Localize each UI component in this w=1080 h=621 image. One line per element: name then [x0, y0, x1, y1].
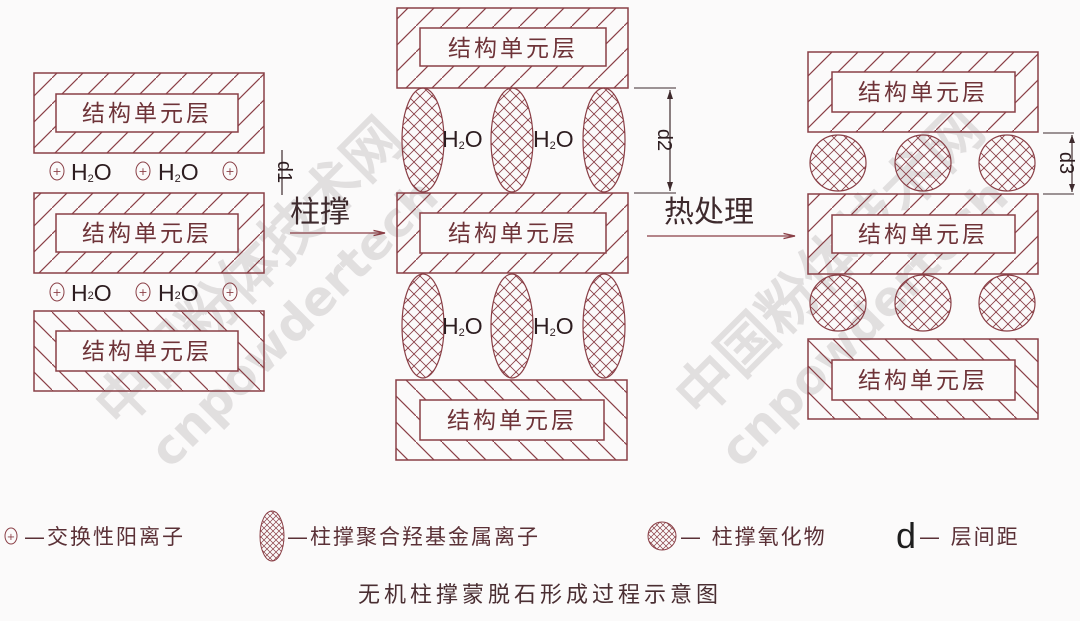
svg-text:d2: d2 — [653, 129, 675, 151]
structural-layer: 结构单元层 — [395, 379, 628, 461]
interlayer-cations-water: + H2O + H2O + — [49, 159, 238, 185]
svg-text:结构单元层: 结构单元层 — [447, 408, 577, 434]
pillar-oxide — [809, 134, 867, 192]
pillar-ellipse-icon — [259, 510, 285, 562]
structural-layer: 结构单元层 — [33, 192, 265, 274]
legend: + —交换性阳离子 —柱撑聚合羟基金属离子 — 柱撑氧化物 d — 层间距 — [4, 510, 1020, 562]
pillar-oxide — [978, 134, 1036, 192]
figure-caption: 无机柱撑蒙脱石形成过程示意图 — [358, 583, 722, 608]
svg-text:+: + — [225, 286, 234, 299]
pillar-circle-icon — [647, 521, 677, 551]
structural-layer: 结构单元层 — [807, 193, 1039, 275]
structural-layer: 结构单元层 — [396, 7, 629, 89]
pillar-polyhydroxy-ion — [490, 273, 534, 379]
exchangeable-cation-icon: + — [222, 161, 238, 181]
svg-text:热处理: 热处理 — [664, 195, 754, 230]
legend-item-polyhydroxy-metal-ion: —柱撑聚合羟基金属离子 — [259, 510, 540, 562]
svg-text:柱撑: 柱撑 — [290, 195, 350, 230]
stage-calcined: 结构单元层 结构单元层 结构单元层 d3 — [807, 51, 1077, 420]
svg-text:H2O: H2O — [442, 313, 483, 339]
pillaring-arrow: 柱撑 — [290, 195, 385, 233]
svg-text:— 柱撑氧化物: — 柱撑氧化物 — [680, 525, 827, 549]
interlayer-spacing-d3: d3 — [1043, 132, 1077, 195]
interlayer-spacing-d2: d2 — [634, 87, 676, 194]
svg-text:结构单元层: 结构单元层 — [858, 222, 988, 248]
svg-text:结构单元层: 结构单元层 — [448, 221, 578, 247]
svg-text:+: + — [225, 165, 234, 178]
svg-text:结构单元层: 结构单元层 — [448, 36, 578, 62]
svg-text:结构单元层: 结构单元层 — [82, 101, 212, 127]
svg-text:+: + — [52, 286, 61, 299]
svg-text:结构单元层: 结构单元层 — [82, 339, 212, 365]
svg-text:—交换性阳离子: —交换性阳离子 — [24, 525, 185, 549]
svg-text:+: + — [7, 532, 15, 543]
exchangeable-cation-icon: + — [49, 161, 65, 181]
svg-text:结构单元层: 结构单元层 — [82, 221, 212, 247]
exchangeable-cation-icon: + — [4, 527, 18, 545]
svg-text:+: + — [138, 165, 147, 178]
stage-pillared: 结构单元层 H2O H2O 结构单元层 H2O H2O — [395, 7, 676, 461]
structural-layer: 结构单元层 — [807, 338, 1039, 420]
svg-text:d3: d3 — [1055, 152, 1077, 174]
heat-treatment-arrow: 热处理 — [647, 195, 795, 236]
exchangeable-cation-icon: + — [49, 282, 65, 302]
pillar-polyhydroxy-ion — [401, 273, 445, 379]
svg-text:+: + — [52, 165, 61, 178]
svg-text:H2O: H2O — [533, 126, 574, 152]
legend-item-pillar-oxide: — 柱撑氧化物 — [647, 521, 827, 551]
interlayer-cations-water: + H2O + H2O + — [49, 280, 238, 306]
svg-text:H2O: H2O — [71, 159, 112, 185]
svg-text:d1: d1 — [273, 161, 295, 183]
pillar-polyhydroxy-ion — [490, 87, 534, 193]
svg-text:—柱撑聚合羟基金属离子: —柱撑聚合羟基金属离子 — [287, 525, 540, 549]
pillar-oxide — [894, 274, 952, 332]
exchangeable-cation-icon: + — [135, 161, 151, 181]
svg-text:H2O: H2O — [442, 126, 483, 152]
structural-layer: 结构单元层 — [807, 51, 1039, 133]
svg-text:结构单元层: 结构单元层 — [858, 80, 988, 106]
pillar-oxide — [978, 274, 1036, 332]
pillar-polyhydroxy-ion — [582, 273, 626, 379]
exchangeable-cation-icon: + — [222, 282, 238, 302]
svg-text:+: + — [138, 286, 147, 299]
legend-item-interlayer-distance: d — 层间距 — [896, 515, 1020, 556]
exchangeable-cation-icon: + — [135, 282, 151, 302]
interlayer-spacing-d1: d1 — [273, 150, 295, 195]
svg-text:结构单元层: 结构单元层 — [858, 368, 988, 394]
svg-text:d: d — [896, 515, 916, 556]
structural-layer: 结构单元层 — [396, 192, 629, 274]
pillar-polyhydroxy-ion — [582, 87, 626, 193]
legend-item-exchangeable-cation: + —交换性阳离子 — [4, 525, 185, 549]
svg-text:H2O: H2O — [158, 159, 199, 185]
stage-original: 结构单元层 + H2O + H2O + 结构单元层 — [33, 72, 295, 392]
svg-text:H2O: H2O — [71, 280, 112, 306]
pillar-oxide — [809, 274, 867, 332]
structural-layer: 结构单元层 — [33, 72, 265, 154]
svg-text:H2O: H2O — [158, 280, 199, 306]
pillar-oxide — [894, 134, 952, 192]
svg-text:H2O: H2O — [533, 313, 574, 339]
svg-text:— 层间距: — 层间距 — [919, 525, 1020, 549]
pillar-polyhydroxy-ion — [401, 87, 445, 193]
structural-layer: 结构单元层 — [33, 310, 265, 392]
